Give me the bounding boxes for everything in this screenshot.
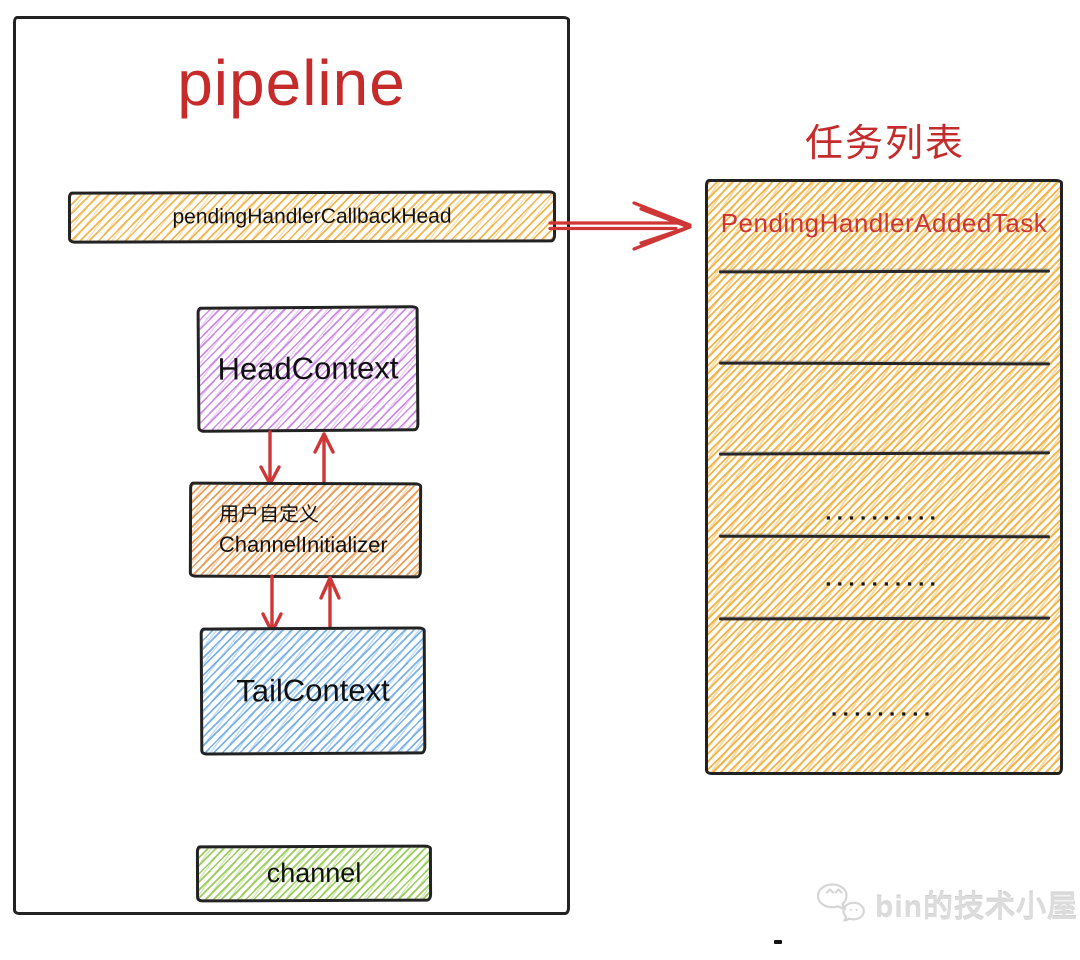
watermark: bin的技术小屋 bbox=[815, 882, 1078, 926]
node-channel-initializer-label-zh: 用户自定义 bbox=[219, 503, 320, 526]
node-head-context-label: HeadContext bbox=[217, 350, 399, 387]
task-dots-row: ▪▪▪▪▪▪▪▪▪ bbox=[831, 706, 937, 721]
arrow-down-head-to-initializer-icon bbox=[259, 430, 281, 486]
node-channel: channel bbox=[195, 844, 433, 903]
node-tail-context-label: TailContext bbox=[236, 672, 390, 709]
arrow-down-initializer-to-tail-icon bbox=[261, 574, 283, 634]
task-list-title: 任务列表 bbox=[804, 123, 965, 165]
task-divider-line bbox=[718, 616, 1050, 621]
pending-handler-bar-label: pendingHandlerCallbackHead bbox=[172, 204, 452, 229]
task-dots-row: ▪▪▪▪▪▪▪▪▪▪ bbox=[825, 576, 943, 591]
pipeline-box bbox=[13, 16, 570, 915]
pending-handler-bar: pendingHandlerCallbackHead bbox=[67, 190, 557, 244]
arrow-up-tail-to-initializer-icon bbox=[319, 576, 341, 634]
task-divider-line bbox=[718, 361, 1050, 366]
watermark-label: bin的技术小屋 bbox=[875, 891, 1078, 924]
arrow-up-initializer-to-head-icon bbox=[313, 432, 335, 488]
task-dots-row: ▪▪▪▪▪▪▪▪▪▪ bbox=[825, 510, 943, 525]
arrows-head-initializer bbox=[259, 430, 335, 488]
node-head-context: HeadContext bbox=[196, 305, 420, 433]
task-divider-line bbox=[718, 534, 1050, 539]
task-list-box: PendingHandlerAddedTask ▪▪▪▪▪▪▪▪▪▪ ▪▪▪▪▪… bbox=[705, 179, 1063, 775]
task-divider-line bbox=[718, 269, 1050, 274]
pipeline-title: pipeline bbox=[177, 47, 406, 119]
node-channel-label: channel bbox=[266, 857, 362, 889]
stray-dash-mark bbox=[774, 940, 782, 944]
node-channel-initializer-label-en: ChannelInitializer bbox=[218, 531, 388, 557]
wechat-bubbles-icon bbox=[816, 883, 865, 922]
node-channel-initializer: 用户自定义 ChannelInitializer bbox=[188, 481, 423, 579]
task-item-pending-handler-added: PendingHandlerAddedTask bbox=[720, 208, 1048, 238]
arrow-bar-to-tasklist-icon bbox=[548, 201, 692, 251]
task-divider-line bbox=[718, 451, 1050, 456]
node-tail-context: TailContext bbox=[199, 626, 427, 756]
